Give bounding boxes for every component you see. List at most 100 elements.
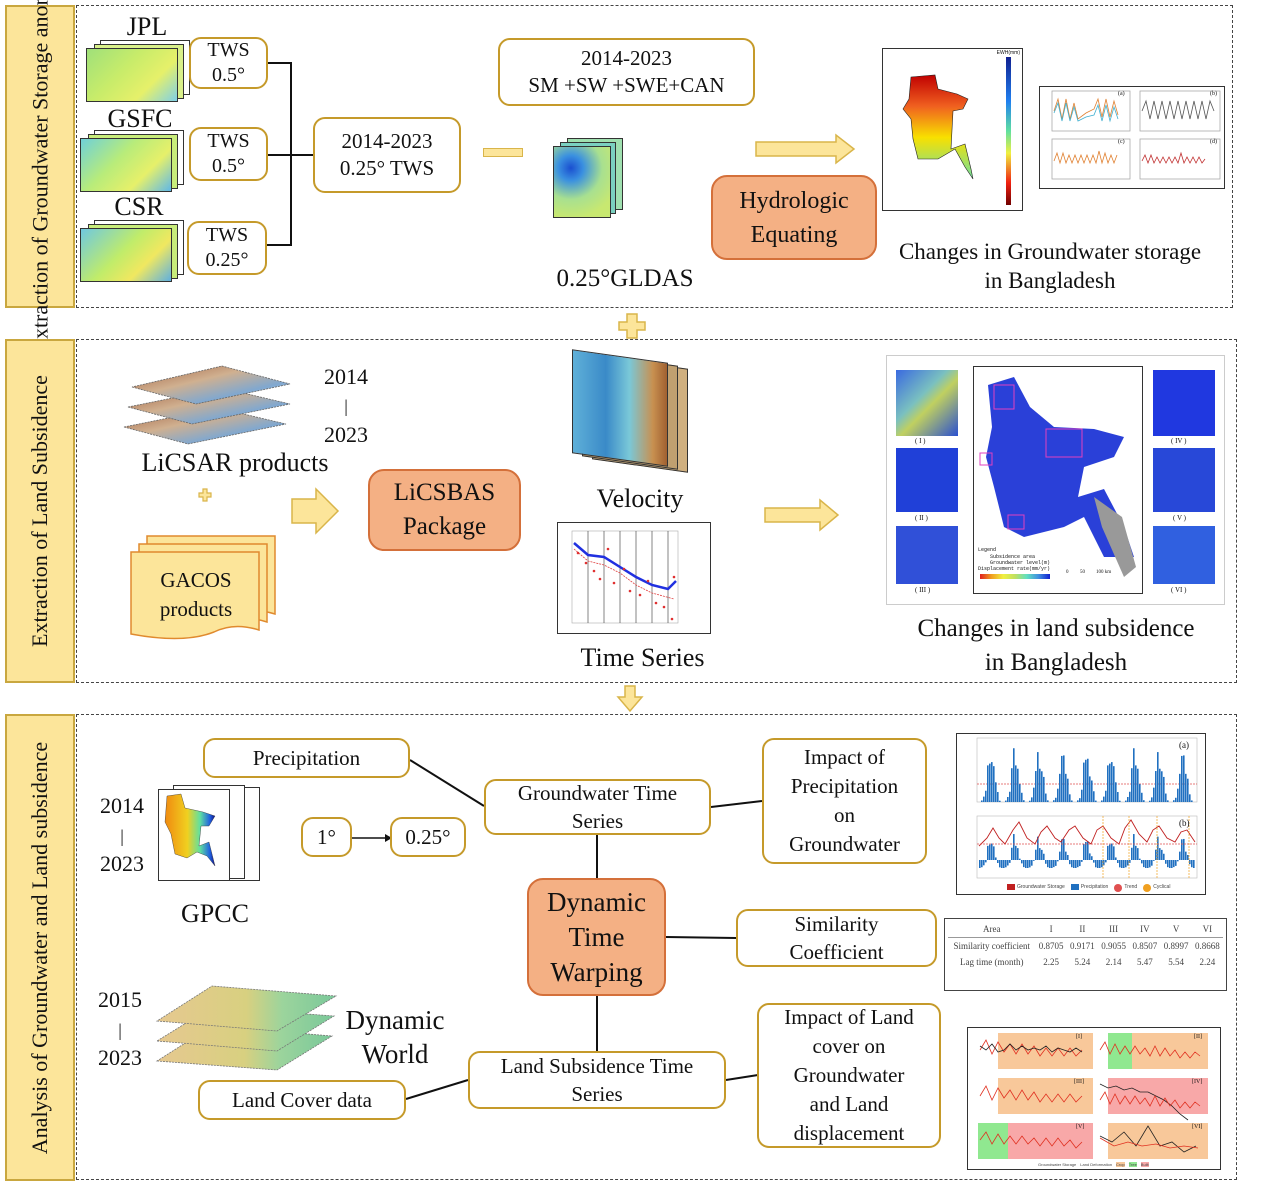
tws-csr-box: TWS 0.25° [187, 221, 267, 275]
precip-anomaly-bar [1149, 860, 1151, 868]
precip-bar [1187, 778, 1189, 802]
precip-anomaly-bar [1097, 860, 1099, 868]
lc-panel-label-4: [IV] [1192, 1079, 1203, 1085]
precip-bar [999, 800, 1001, 802]
panel-groundwater-extraction [76, 5, 1233, 308]
chart-legend: Groundwater Storage Precipitation Trend … [1007, 884, 1170, 890]
displacement-timeseries-chart [557, 522, 711, 634]
precip-bar [985, 790, 987, 802]
licsbas-package-process: LiCSBAS Package [368, 469, 521, 551]
precip-anomaly-bar [1151, 860, 1153, 866]
precip-anomaly-bar [979, 860, 981, 868]
precip-bar [1053, 800, 1055, 802]
precip-bar [1019, 784, 1021, 802]
precip-bar [1189, 794, 1191, 802]
precip-anomaly-bar [1049, 860, 1051, 868]
chart-panel-label-b: (b) [1179, 818, 1190, 828]
source-label-jpl: JPL [126, 12, 168, 41]
dw-year-sep: | [118, 1020, 122, 1040]
precip-anomaly-bar [1073, 860, 1075, 868]
table-row-cell: 2.24 [1199, 957, 1216, 967]
precip-bar [1083, 762, 1085, 802]
precip-anomaly-bar [1193, 860, 1195, 868]
precip-anomaly-bar [995, 857, 997, 860]
precip-bar [1127, 797, 1129, 802]
precip-bar [1103, 796, 1105, 802]
dw-year-end: 2023 [98, 1045, 142, 1070]
table-row-cell: 2.14 [1105, 957, 1122, 967]
precip-anomaly-bar [1129, 860, 1131, 863]
subsidence-result-caption: Changes in land subsidence in Bangladesh [917, 615, 1195, 676]
precip-bar [1091, 780, 1093, 802]
resample-arrow-icon [385, 834, 392, 842]
precip-bar [1119, 800, 1121, 802]
precip-anomaly-bar [1021, 860, 1023, 864]
precip-bar [995, 782, 997, 802]
inset-label-4: ( IV ) [1171, 437, 1187, 445]
precip-anomaly-bar [1171, 860, 1173, 868]
precip-anomaly-bar [987, 845, 989, 860]
precip-bar [1179, 773, 1181, 802]
precip-anomaly-bar [1041, 849, 1043, 860]
precip-anomaly-bar [1061, 839, 1063, 860]
precip-anomaly-bar [1123, 860, 1125, 868]
precip-anomaly-bar [1065, 851, 1067, 860]
precip-anomaly-bar [1055, 860, 1057, 866]
land-cover-timeseries-chart: [I] [II] [III] [IV] [V] [VI] Groundwater… [967, 1027, 1221, 1170]
table-header-cell: Area [948, 921, 1036, 938]
plus-operator-icon [198, 488, 212, 502]
precip-anomaly-bar [1191, 860, 1193, 868]
panel-label-d: (d) [1210, 139, 1217, 145]
precip-anomaly-bar [1019, 858, 1021, 860]
precip-anomaly-bar [1051, 860, 1053, 868]
licsar-year-start: 2014 [324, 364, 368, 389]
chart-panel-label-a: (a) [1179, 740, 1189, 750]
precip-anomaly-bar [1147, 860, 1149, 868]
precip-anomaly-bar [1141, 860, 1143, 864]
source-label-csr: CSR [114, 192, 164, 221]
precip-anomaly-bar [1131, 847, 1133, 860]
precip-anomaly-bar [1053, 860, 1055, 868]
precip-anomaly-bar [1067, 854, 1069, 860]
precip-bar [1023, 800, 1025, 802]
precip-anomaly-bar [1005, 860, 1007, 868]
precip-bar [1163, 776, 1165, 802]
table-row-cell: 5.24 [1074, 957, 1091, 967]
precip-anomaly-bar [1009, 860, 1011, 863]
resample-to-box: 0.25° [390, 817, 466, 857]
precip-bar [1077, 800, 1079, 802]
precip-anomaly-bar [1099, 860, 1101, 868]
land-subsidence-time-series-box: Land Subsidence Time Series [468, 1051, 726, 1109]
panel-label-a: (a) [1118, 91, 1125, 97]
precip-bar [1181, 755, 1183, 802]
precip-anomaly-bar [1175, 860, 1177, 866]
precip-bar [1111, 762, 1113, 802]
precip-bar [1043, 776, 1045, 802]
precipitation-box: Precipitation [203, 738, 410, 778]
precip-anomaly-bar [1139, 858, 1141, 860]
groundwater-storage-map: EWH(mm) [882, 48, 1023, 211]
precip-anomaly-bar [1025, 860, 1027, 868]
precip-bar [1173, 800, 1175, 802]
gldas-components-box: 2014-2023 SM +SW +SWE+CAN [498, 38, 755, 106]
precip-anomaly-bar [983, 860, 985, 866]
precip-bar [1031, 797, 1033, 802]
table-row-cell: 5.54 [1168, 957, 1184, 967]
precip-bar [1185, 773, 1187, 802]
precip-anomaly-bar [1089, 853, 1091, 860]
table-row-cell: 0.8997 [1163, 941, 1189, 951]
precip-anomaly-bar [1137, 848, 1139, 860]
table-row-cell: 0.9171 [1070, 941, 1095, 951]
precip-anomaly-bar [1159, 848, 1161, 860]
precip-to-gw-line [409, 759, 485, 807]
precip-bar [1153, 787, 1155, 802]
gpcc-label: GPCC [181, 899, 249, 928]
scale-bar-100: 100 km [1096, 570, 1112, 575]
section-label-land-subsidence: Extraction of Land Subsidence [5, 339, 75, 683]
precip-bar [1167, 800, 1169, 802]
precip-anomaly-bar [1047, 860, 1049, 868]
precip-anomaly-bar [1179, 851, 1181, 860]
precip-bar [981, 800, 983, 802]
inset-label-6: ( VI ) [1171, 586, 1187, 594]
velocity-label: Velocity [596, 484, 684, 513]
